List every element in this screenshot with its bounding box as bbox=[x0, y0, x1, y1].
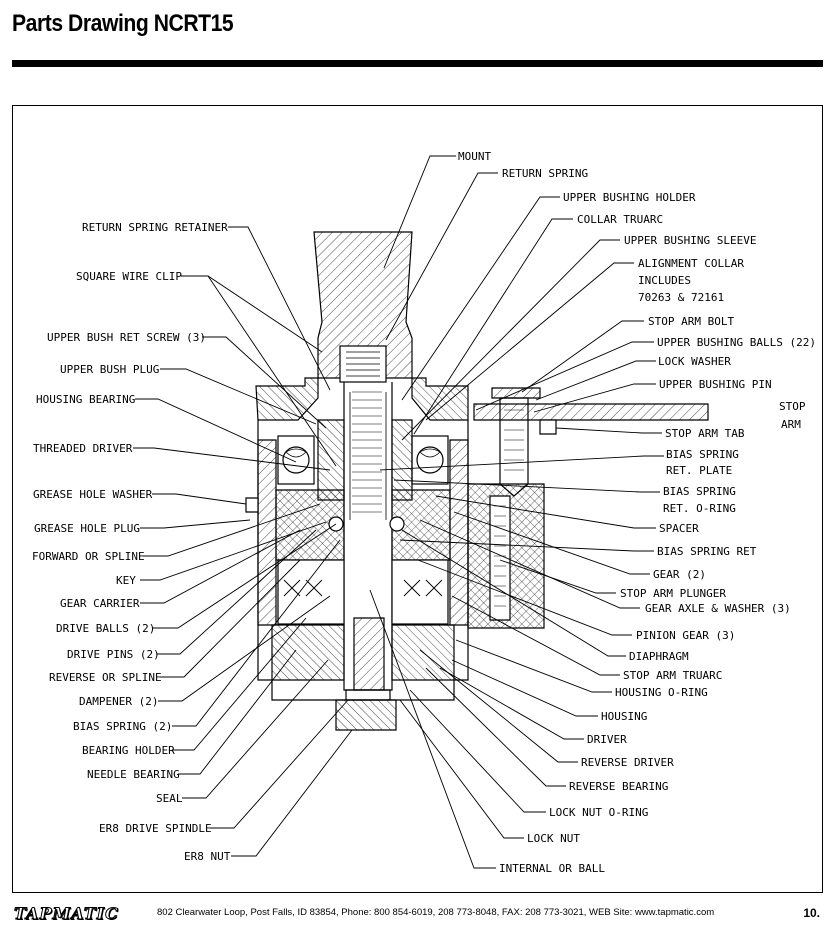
label-bearing-holder: BEARING HOLDER bbox=[82, 744, 175, 757]
label-upper-bushing-holder: UPPER BUSHING HOLDER bbox=[563, 191, 696, 204]
label-gear-axle-washer: GEAR AXLE & WASHER (3) bbox=[645, 602, 791, 615]
label-diaphragm: DIAPHRAGM bbox=[629, 650, 689, 663]
label-lock-nut: LOCK NUT bbox=[527, 832, 580, 845]
label-forward-or-spline: FORWARD OR SPLINE bbox=[32, 550, 145, 563]
label-collar-truarc: COLLAR TRUARC bbox=[577, 213, 663, 226]
label-stop: STOP bbox=[779, 400, 806, 413]
left-labels: RETURN SPRING RETAINER SQUARE WIRE CLIP … bbox=[32, 221, 231, 863]
label-upper-bush-ret-screw: UPPER BUSH RET SCREW (3) bbox=[47, 331, 206, 344]
label-reverse-driver: REVERSE DRIVER bbox=[581, 756, 674, 769]
label-return-spring-retainer: RETURN SPRING RETAINER bbox=[82, 221, 228, 234]
brand-logo: TAPMATIC bbox=[14, 904, 119, 924]
label-stop-arm-tab: STOP ARM TAB bbox=[665, 427, 745, 440]
drawing-frame bbox=[12, 105, 823, 893]
label-key: KEY bbox=[116, 574, 136, 587]
label-dampener: DAMPENER (2) bbox=[79, 695, 158, 708]
label-needle-bearing: NEEDLE BEARING bbox=[87, 768, 180, 781]
label-spacer: SPACER bbox=[659, 522, 699, 535]
label-pinion-gear: PINION GEAR (3) bbox=[636, 629, 735, 642]
label-mount: MOUNT bbox=[458, 150, 491, 163]
label-grease-hole-plug: GREASE HOLE PLUG bbox=[34, 522, 140, 535]
label-lock-nut-oring: LOCK NUT O-RING bbox=[549, 806, 648, 819]
label-threaded-driver: THREADED DRIVER bbox=[33, 442, 133, 455]
leader-lines bbox=[133, 155, 664, 869]
label-arm: ARM bbox=[781, 418, 801, 431]
label-alignment-collar: ALIGNMENT COLLAR bbox=[638, 257, 744, 270]
label-bias-spring-ret-plate-2: RET. PLATE bbox=[666, 464, 732, 477]
label-housing: HOUSING bbox=[601, 710, 647, 723]
assembly-section bbox=[245, 231, 709, 731]
label-stop-arm-truarc: STOP ARM TRUARC bbox=[623, 669, 722, 682]
page-number: 10. bbox=[803, 906, 820, 920]
label-bias-spring-ret: BIAS SPRING RET bbox=[657, 545, 757, 558]
label-upper-bushing-pin: UPPER BUSHING PIN bbox=[659, 378, 772, 391]
right-labels: MOUNT RETURN SPRING UPPER BUSHING HOLDER… bbox=[458, 150, 816, 875]
label-stop-arm-plunger: STOP ARM PLUNGER bbox=[620, 587, 726, 600]
label-lock-washer: LOCK WASHER bbox=[658, 355, 731, 368]
label-upper-bushing-balls: UPPER BUSHING BALLS (22) bbox=[657, 336, 816, 349]
label-driver: DRIVER bbox=[587, 733, 627, 746]
label-grease-hole-washer: GREASE HOLE WASHER bbox=[33, 488, 153, 501]
label-drive-balls: DRIVE BALLS (2) bbox=[56, 622, 155, 635]
label-return-spring: RETURN SPRING bbox=[502, 167, 588, 180]
label-housing-bearing: HOUSING BEARING bbox=[36, 393, 135, 406]
label-housing-oring: HOUSING O-RING bbox=[615, 686, 708, 699]
label-gear-carrier: GEAR CARRIER bbox=[60, 597, 140, 610]
label-internal-or-ball: INTERNAL OR BALL bbox=[499, 862, 605, 875]
label-bias-spring-ret-oring-1: BIAS SPRING bbox=[663, 485, 736, 498]
page-title: Parts Drawing NCRT15 bbox=[12, 10, 234, 37]
footer: TAPMATIC 802 Clearwater Loop, Post Falls… bbox=[14, 904, 820, 924]
label-bias-spring-ret-plate-1: BIAS SPRING bbox=[666, 448, 739, 461]
title-rule bbox=[12, 60, 823, 67]
label-includes: INCLUDES bbox=[638, 274, 691, 287]
label-seal: SEAL bbox=[156, 792, 183, 805]
label-reverse-bearing: REVERSE BEARING bbox=[569, 780, 668, 793]
label-bias-spring: BIAS SPRING (2) bbox=[73, 720, 172, 733]
label-upper-bushing-sleeve: UPPER BUSHING SLEEVE bbox=[624, 234, 756, 247]
label-drive-pins: DRIVE PINS (2) bbox=[67, 648, 160, 661]
label-reverse-or-spline: REVERSE OR SPLINE bbox=[49, 671, 162, 684]
label-er8-nut: ER8 NUT bbox=[184, 850, 231, 863]
label-upper-bush-plug: UPPER BUSH PLUG bbox=[60, 363, 159, 376]
company-address: 802 Clearwater Loop, Post Falls, ID 8385… bbox=[157, 907, 715, 918]
label-stop-arm-bolt: STOP ARM BOLT bbox=[648, 315, 734, 328]
label-gear: GEAR (2) bbox=[653, 568, 706, 581]
label-er8-drive-spindle: ER8 DRIVE SPINDLE bbox=[99, 822, 212, 835]
label-part-numbers: 70263 & 72161 bbox=[638, 291, 724, 304]
label-square-wire-clip: SQUARE WIRE CLIP bbox=[76, 270, 182, 283]
label-bias-spring-ret-oring-2: RET. O-RING bbox=[663, 502, 736, 515]
